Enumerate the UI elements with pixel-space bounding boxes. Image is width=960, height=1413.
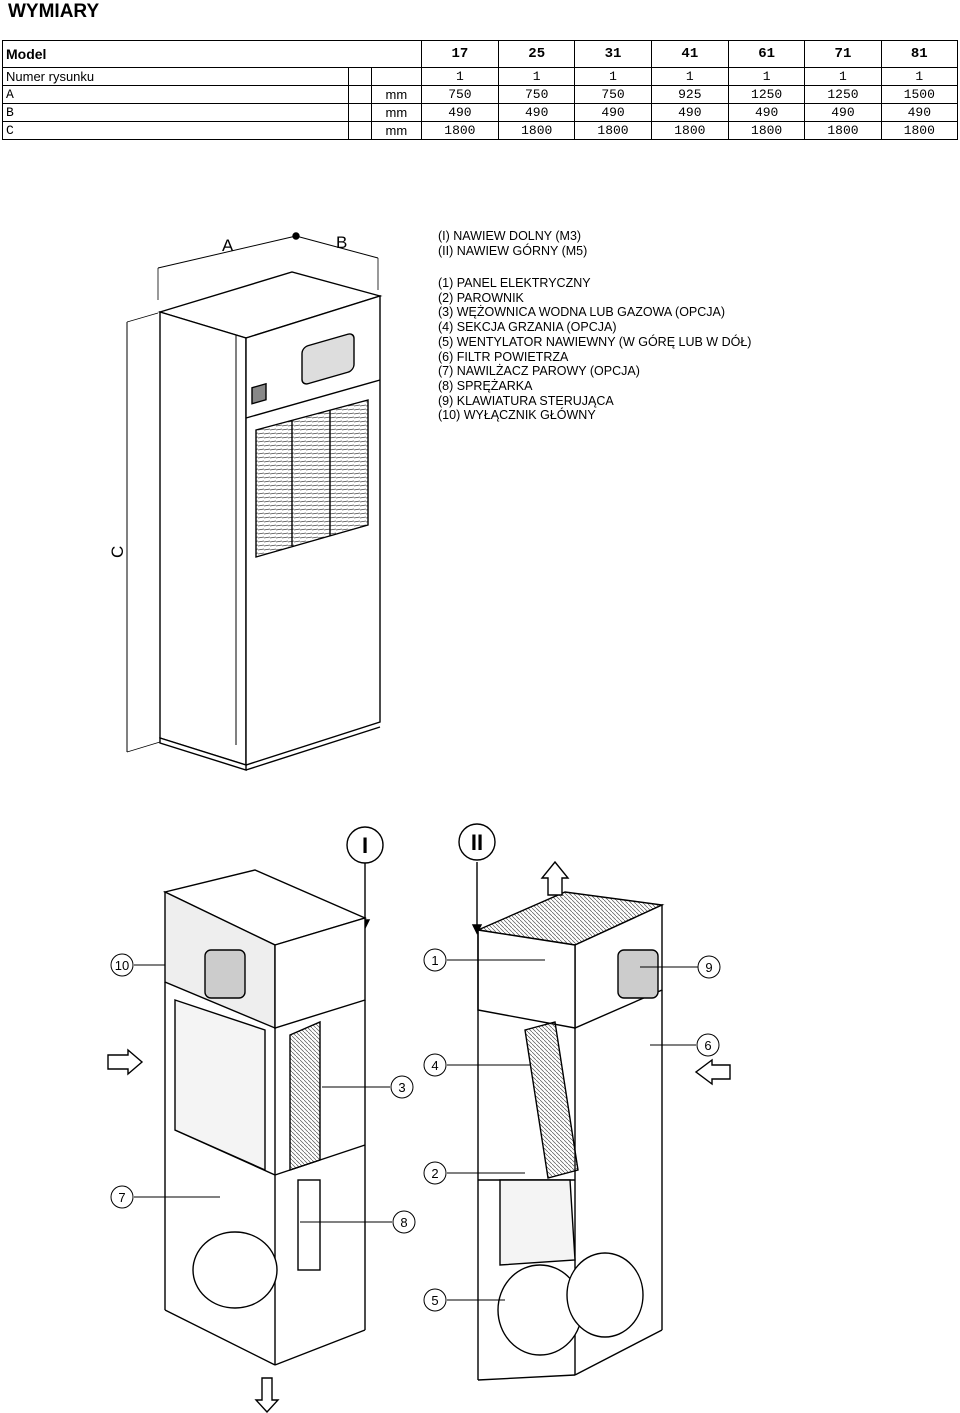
svg-text:4: 4	[431, 1058, 438, 1073]
table-cell: 1800	[650, 121, 729, 140]
svg-text:I: I	[362, 833, 368, 858]
svg-text:8: 8	[400, 1215, 407, 1230]
callout-6: 6	[696, 1033, 720, 1057]
svg-text:3: 3	[398, 1080, 405, 1095]
model-header-cell: 17	[420, 40, 500, 68]
legend-item: (I) NAWIEW DOLNY (M3)	[438, 229, 582, 243]
legend-item: (4) SEKCJA GRZANIA (OPCJA)	[438, 320, 617, 335]
row-unit: mm	[370, 121, 422, 140]
legend-item: (3) WĘŻOWNICA WODNA LUB GAZOWA (OPCJA)	[438, 305, 726, 320]
dimension-label-a: A	[222, 236, 234, 255]
legend-item: (10) WYŁĄCZNIK GŁÓWNY	[438, 408, 596, 423]
model-header-cell: 81	[880, 40, 959, 68]
dimension-label-c: C	[108, 546, 127, 558]
components-legend: (1) PANEL ELEKTRYCZNY (2) PAROWNIK (3) W…	[438, 276, 751, 423]
table-cell: 490	[420, 103, 500, 122]
callout-2: 2	[423, 1161, 447, 1185]
table-cell: 1800	[498, 121, 576, 140]
model-header-cell: 25	[498, 40, 576, 68]
variant-i-label: I	[346, 826, 384, 864]
model-header-cell: 71	[804, 40, 882, 68]
svg-text:1: 1	[431, 953, 438, 968]
svg-text:II: II	[471, 830, 483, 855]
svg-text:10: 10	[115, 958, 129, 973]
callout-3: 3	[390, 1075, 414, 1099]
legend-item: (8) SPRĘŻARKA	[438, 378, 533, 393]
table-cell: 490	[727, 103, 806, 122]
legend-item: (9) KLAWIATURA STERUJĄCA	[438, 393, 614, 408]
callout-9: 9	[697, 955, 721, 979]
variant-ii-drawing	[447, 860, 731, 1381]
table-cell: 1800	[574, 121, 652, 140]
model-header-cell: 31	[574, 40, 652, 68]
legend-item: (II) NAWIEW GÓRNY (M5)	[438, 243, 588, 258]
legend-item: (1) PANEL ELEKTRYCZNY	[438, 276, 591, 290]
airflow-legend: (I) NAWIEW DOLNY (M3) (II) NAWIEW GÓRNY …	[438, 229, 587, 258]
svg-text:5: 5	[431, 1293, 438, 1308]
callout-7: 7	[110, 1185, 134, 1209]
svg-text:7: 7	[118, 1190, 125, 1205]
row-label: C	[1, 121, 350, 140]
legend-item: (7) NAWILŻACZ PAROWY (OPCJA)	[438, 364, 640, 379]
table-cell: 750	[574, 85, 652, 104]
variant-ii-label: II	[458, 823, 496, 861]
callout-8: 8	[392, 1210, 416, 1234]
legend-item: (5) WENTYLATOR NAWIEWNY (W GÓRĘ LUB W DÓ…	[438, 334, 752, 349]
dimension-label-b: B	[336, 233, 347, 252]
table-cell: 1800	[420, 121, 500, 140]
table-cell: 1250	[727, 85, 806, 104]
page-title: WYMIARY	[8, 1, 100, 22]
table-cell: 1800	[727, 121, 806, 140]
callout-4: 4	[423, 1053, 447, 1077]
callout-10: 10	[110, 953, 134, 977]
table-cell: 1800	[804, 121, 882, 140]
table-cell: 1	[498, 67, 576, 86]
legend-item: (2) PAROWNIK	[438, 290, 524, 305]
svg-text:9: 9	[705, 960, 712, 975]
unit-dimension-drawing	[126, 232, 383, 771]
table-cell: 1800	[880, 121, 959, 140]
legend-item: (6) FILTR POWIETRZA	[438, 349, 569, 364]
callout-1: 1	[423, 948, 447, 972]
svg-text:6: 6	[704, 1038, 711, 1053]
header-model-label: Model	[2, 40, 422, 68]
callout-5: 5	[423, 1288, 447, 1312]
svg-text:2: 2	[431, 1166, 438, 1181]
table-cell: 1250	[804, 85, 882, 104]
variant-i-drawing	[107, 862, 392, 1413]
